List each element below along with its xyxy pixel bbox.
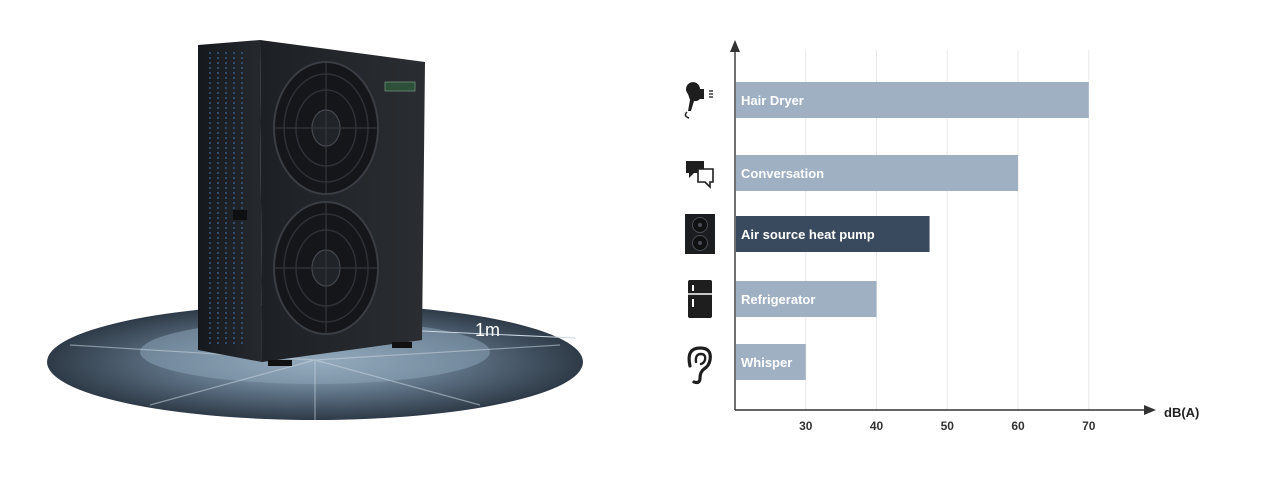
bar bbox=[736, 155, 1018, 191]
x-tick-labels: 30 40 50 60 70 bbox=[799, 419, 1096, 433]
bar bbox=[736, 82, 1089, 118]
unit-side-handle bbox=[233, 210, 247, 220]
bar-label: Refrigerator bbox=[741, 292, 815, 307]
unit-logo-badge bbox=[384, 81, 416, 92]
bar-label: Conversation bbox=[741, 166, 824, 181]
bar-label: Whisper bbox=[741, 355, 792, 370]
unit-foot-right bbox=[392, 342, 412, 348]
x-tick-label: 70 bbox=[1082, 419, 1096, 433]
heat-pump-icon bbox=[685, 214, 715, 254]
x-tick-label: 50 bbox=[941, 419, 955, 433]
fan-bottom bbox=[273, 201, 379, 335]
x-axis-title: dB(A) bbox=[1164, 405, 1199, 420]
bar-label: Air source heat pump bbox=[741, 227, 875, 242]
unit-side bbox=[198, 40, 262, 362]
fan-top bbox=[273, 61, 379, 195]
distance-label: 1m bbox=[475, 320, 500, 340]
bar bbox=[736, 216, 930, 252]
conversation-icon bbox=[686, 161, 714, 189]
x-axis-arrow bbox=[1144, 405, 1156, 415]
unit-side-vents bbox=[209, 52, 243, 345]
hair-dryer-icon bbox=[684, 82, 713, 119]
x-tick-label: 60 bbox=[1011, 419, 1025, 433]
distance-line bbox=[399, 329, 576, 339]
x-tick-label: 30 bbox=[799, 419, 813, 433]
ear-icon bbox=[687, 346, 712, 385]
unit-foot-left bbox=[268, 360, 292, 366]
refrigerator-icon bbox=[688, 280, 712, 318]
x-tick-label: 40 bbox=[870, 419, 884, 433]
y-axis-arrow bbox=[730, 40, 740, 52]
bar bbox=[736, 344, 806, 380]
bar-label: Hair Dryer bbox=[741, 93, 804, 108]
bar bbox=[736, 281, 877, 317]
category-icons bbox=[684, 82, 715, 385]
heat-pump-illustration: 1m bbox=[47, 40, 583, 420]
